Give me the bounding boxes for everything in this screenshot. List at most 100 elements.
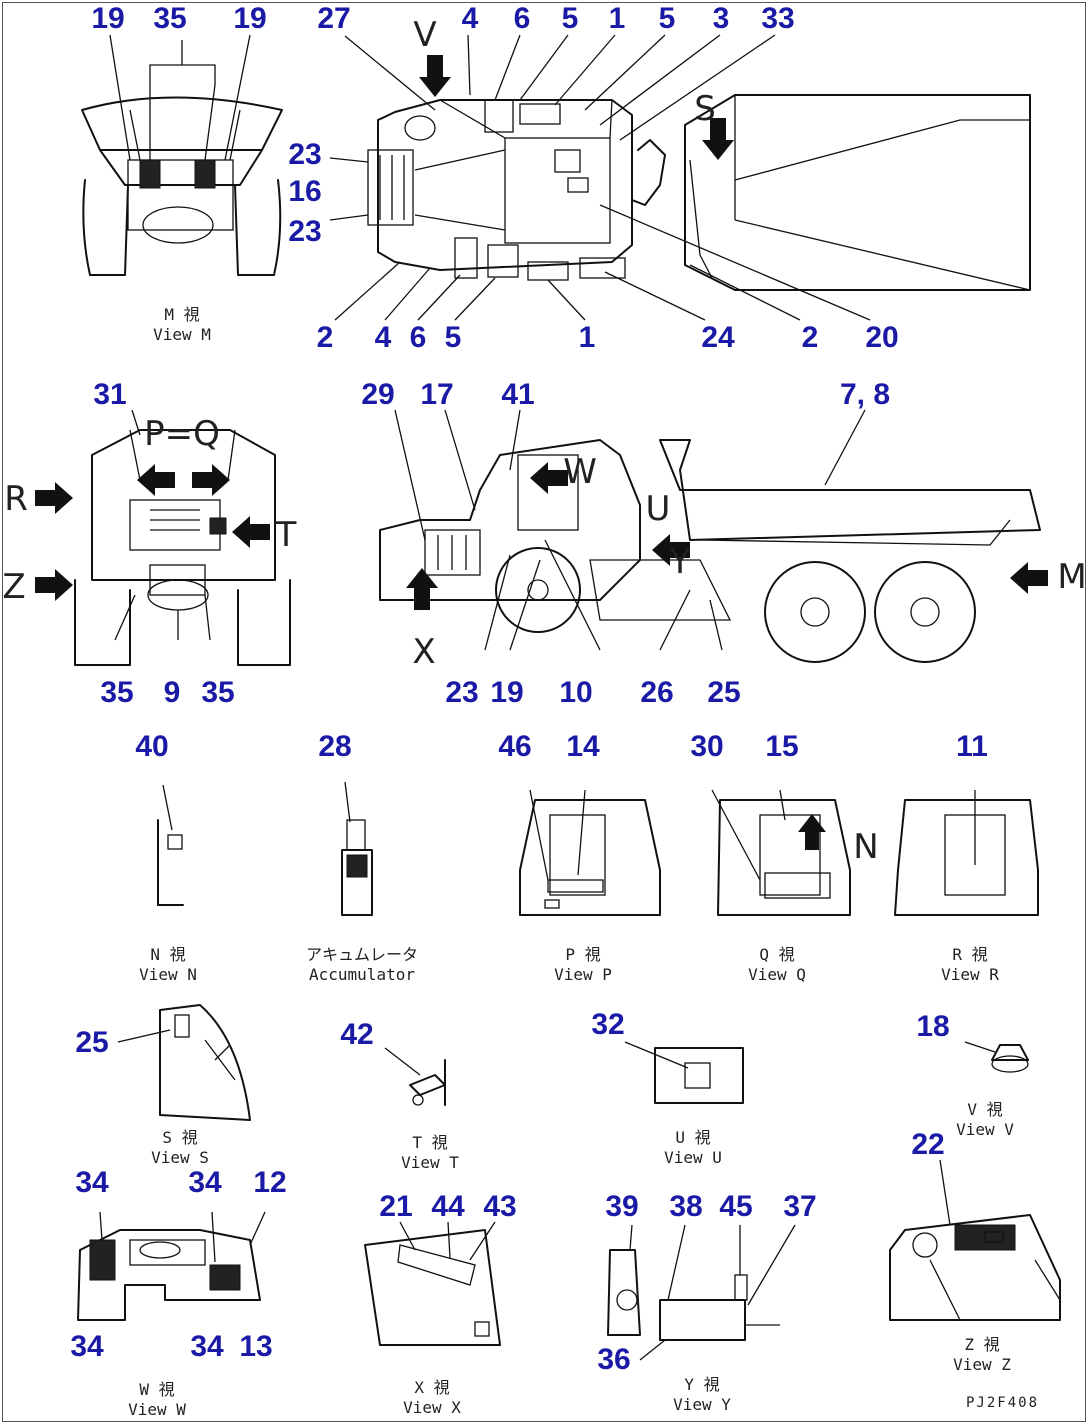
view-q-drawing: [717, 799, 851, 916]
callout-number: 4: [374, 321, 392, 354]
view-caption-p: P 視 View P: [554, 945, 612, 984]
arrow-left-icon: [232, 516, 270, 548]
view-p-drawing: [519, 799, 661, 916]
view-caption-z: Z 視 View Z: [953, 1335, 1011, 1374]
view-caption-x: X 視 View X: [403, 1378, 461, 1417]
view-letter-r: R: [4, 479, 28, 519]
view-v-drawing: [991, 1044, 1029, 1073]
callout-number: 35: [100, 676, 134, 709]
callout-number: 32: [591, 1008, 625, 1041]
view-letter-m: M: [1057, 557, 1087, 597]
callout-number: 34: [188, 1166, 222, 1199]
callout-number: 26: [640, 676, 674, 709]
callout-number: 42: [340, 1018, 374, 1051]
callout-number: 36: [597, 1343, 631, 1376]
callout-number: 23: [445, 676, 479, 709]
callout-number: 23: [288, 215, 322, 248]
arrow-right-icon: [35, 569, 73, 601]
view-w-drawing: [77, 1229, 261, 1321]
callout-number: 27: [317, 2, 351, 35]
callout-number: 13: [239, 1330, 273, 1363]
callout-number: 24: [701, 321, 735, 354]
callout-number: 39: [605, 1190, 639, 1223]
callout-number: 14: [566, 730, 600, 763]
view-n-drawing: [157, 784, 184, 906]
view-letter-w: W: [563, 452, 597, 492]
top-view-drawing: [367, 94, 1031, 291]
callout-number: 15: [765, 730, 799, 763]
callout-number: 11: [956, 730, 988, 763]
callout-number: 17: [420, 378, 454, 411]
callout-number: 2: [801, 321, 819, 354]
arrow-left-icon: [1010, 562, 1048, 594]
callout-number: 5: [561, 2, 579, 35]
view-m-drawing: [81, 34, 283, 276]
arrow-left-icon: [530, 462, 568, 494]
callout-number: 33: [761, 2, 795, 35]
view-letter-s: S: [694, 89, 716, 129]
view-caption-accumulator: アキュムレータ Accumulator: [305, 945, 419, 984]
view-caption-r: R 視 View R: [941, 945, 999, 984]
view-letter-n: N: [853, 827, 879, 867]
arrow-up-icon: [406, 568, 438, 610]
callout-number: 34: [75, 1166, 109, 1199]
view-x-drawing: [364, 1229, 501, 1346]
callout-number: 25: [75, 1026, 109, 1059]
front-view-drawing: [74, 429, 291, 666]
callout-number: 43: [483, 1190, 517, 1223]
callout-number: 3: [712, 2, 730, 35]
view-r-drawing: [894, 799, 1039, 916]
callout-number: 19: [91, 2, 125, 35]
callout-number: 41: [501, 378, 535, 411]
side-view-drawing: [379, 409, 1041, 663]
view-letter-u: U: [645, 489, 671, 529]
callout-number: 6: [513, 2, 531, 35]
callout-number: 7, 8: [839, 378, 891, 411]
callout-number: 19: [233, 2, 267, 35]
arrow-right-icon: [192, 464, 230, 496]
callout-number: 1: [578, 321, 596, 354]
callout-number: 31: [93, 378, 127, 411]
view-s-drawing: [159, 1004, 251, 1121]
view-caption-q: Q 視 View Q: [748, 945, 806, 984]
view-letter-x: X: [412, 632, 436, 672]
callout-number: 6: [409, 321, 427, 354]
callout-number: 34: [70, 1330, 104, 1363]
view-caption-y: Y 視 View Y: [673, 1375, 731, 1414]
view-caption-m: M 視 View M: [153, 305, 211, 344]
view-caption-v: V 視 View V: [956, 1100, 1014, 1139]
callout-number: 20: [865, 321, 899, 354]
callout-number: 30: [690, 730, 724, 763]
callout-number: 46: [498, 730, 532, 763]
callout-number: 5: [658, 2, 676, 35]
callout-number: 12: [253, 1166, 287, 1199]
callout-number: 10: [559, 676, 593, 709]
callout-number: 9: [163, 676, 181, 709]
callout-number: 44: [431, 1190, 465, 1223]
callout-number: 35: [201, 676, 235, 709]
callout-number: 35: [153, 2, 187, 35]
callout-number: 34: [190, 1330, 224, 1363]
drawing-code: PJ2F408: [966, 1395, 1040, 1411]
callout-number: 45: [719, 1190, 753, 1223]
callout-number: 29: [361, 378, 395, 411]
view-letter-v: V: [413, 15, 437, 55]
view-u-drawing: [654, 1047, 744, 1104]
view-y-drawing: [607, 1249, 780, 1341]
arrow-left-icon: [652, 534, 690, 566]
callout-number: 19: [490, 676, 524, 709]
arrow-up-icon: [798, 814, 826, 850]
view-letter-pq: P=Q: [144, 414, 220, 454]
view-caption-n: N 視 View N: [139, 945, 197, 984]
arrow-down-icon: [419, 55, 451, 97]
view-caption-t: T 視 View T: [401, 1133, 459, 1172]
callout-number: 38: [669, 1190, 703, 1223]
arrow-left-icon: [137, 464, 175, 496]
view-letter-z: Z: [2, 567, 26, 607]
leader-lines: [99, 34, 996, 1361]
callout-number: 5: [444, 321, 462, 354]
callout-number: 22: [911, 1128, 945, 1161]
